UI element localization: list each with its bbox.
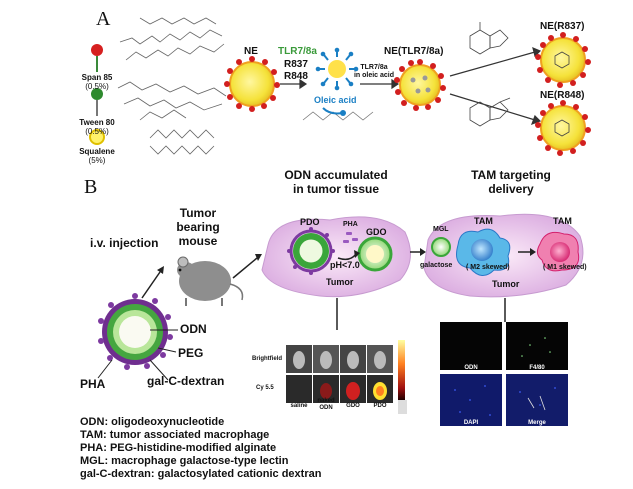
imaging-panel xyxy=(286,340,407,414)
micro-label-dapi: DAPI xyxy=(463,420,479,426)
mouse-icon xyxy=(177,256,244,306)
imaging-col-naked-odn: naked ODN xyxy=(317,398,335,411)
tam-m2-cell xyxy=(456,228,511,276)
m1-label: ( M1 skewed) xyxy=(543,264,587,271)
tam-m1-label: TAM xyxy=(553,216,572,226)
ne-r848-label: NE(R848) xyxy=(540,90,585,101)
legend-odn: ODN: oligodeoxynucleotide xyxy=(80,416,225,428)
legend-gal: gal-C-dextran: galactosylated cationic d… xyxy=(80,468,322,480)
gdo-particle xyxy=(357,236,393,272)
panel-b-letter: B xyxy=(84,176,98,198)
particle-pointer-lines xyxy=(97,329,178,381)
span85-icon xyxy=(91,44,103,72)
oleic-acid-label: Oleic acid xyxy=(314,95,357,105)
imidazoquinoline-structures xyxy=(469,22,511,127)
pha-particle-label: PHA xyxy=(80,377,106,391)
galactose-label: galactose xyxy=(420,262,453,269)
panel-a-letter: A xyxy=(96,8,111,30)
tlr-in-oleic-label: TLR7/8a in oleic acid xyxy=(353,64,395,79)
ne-r848-particle xyxy=(535,100,591,156)
tam-title: TAM targeting delivery xyxy=(471,168,551,196)
odn-title: ODN accumulated in tumor tissue xyxy=(284,168,388,196)
legend-mgl: MGL: macrophage galactose-type lectin xyxy=(80,455,289,467)
tween80-name: Tween 80 xyxy=(79,118,115,127)
odn-particle-label: ODN xyxy=(180,322,207,336)
agonist-r837: R837 xyxy=(284,59,308,70)
imaging-row-cy55: Cy 5.5 xyxy=(256,385,274,391)
tumor-label-right: Tumor xyxy=(492,279,520,289)
pdo-particle xyxy=(287,227,335,275)
tam-m2-label: TAM xyxy=(474,216,493,226)
peg-particle-label: PEG xyxy=(178,346,204,360)
m2-label: ( M2 skewed) xyxy=(466,264,510,271)
squalene-name: Squalene xyxy=(79,147,115,156)
tumor-bearing-label: Tumor bearing mouse xyxy=(176,206,220,248)
imaging-col-pdo: PDO xyxy=(373,403,387,409)
squalene-label: Squalene (5%) xyxy=(78,147,116,165)
ne-loaded-particle xyxy=(394,59,446,111)
micro-label-f480: F4/80 xyxy=(529,365,545,371)
microscopy-panel xyxy=(440,322,568,426)
abbreviation-legend: ODN: oligodeoxynucleotide TAM: tumor ass… xyxy=(80,416,321,481)
chemical-structures xyxy=(117,17,227,155)
pdo-label: PDO xyxy=(300,217,320,227)
ne-label: NE xyxy=(244,46,258,57)
tam-m1-cell xyxy=(536,231,580,272)
ph-label: pH<7.0 xyxy=(330,260,360,270)
pha-small-label: PHA xyxy=(343,221,358,228)
legend-pha: PHA: PEG-histidine-modified alginate xyxy=(80,442,277,454)
oleic-acid-icon xyxy=(322,107,346,116)
span85-pct: (0.5%) xyxy=(85,82,109,91)
micro-label-odn: ODN xyxy=(464,365,478,371)
imaging-col-saline: saline xyxy=(290,403,308,409)
panel-a-diagram xyxy=(89,17,591,156)
span85-label: Span 85 (0.5%) xyxy=(80,73,114,91)
mgl-particle xyxy=(431,237,451,257)
agonist-header: TLR7/8a xyxy=(278,46,317,57)
ne-particle xyxy=(224,56,280,112)
micro-label-merge: Merge xyxy=(528,420,546,426)
pdo-nanoparticle-large xyxy=(98,293,173,370)
ne-r837-label: NE(R837) xyxy=(540,21,585,32)
panel-b-diagram xyxy=(97,213,584,426)
tumor-label-left: Tumor xyxy=(326,277,354,287)
pha-fragments xyxy=(343,232,358,243)
tlr-micelle xyxy=(315,47,359,91)
legend-tam: TAM: tumor associated macrophage xyxy=(80,429,270,441)
span85-name: Span 85 xyxy=(81,73,113,82)
ne-loaded-label: NE(TLR7/8a) xyxy=(384,46,444,57)
gdo-label: GDO xyxy=(366,227,387,237)
ne-r837-particle xyxy=(535,32,591,88)
imaging-col-gdo: GDO xyxy=(346,403,360,409)
imaging-row-brightfield: Brightfield xyxy=(252,356,282,362)
squalene-pct: (5%) xyxy=(88,156,106,165)
agonist-r848: R848 xyxy=(284,71,308,82)
tween80-label: Tween 80 (0.5%) xyxy=(78,118,116,136)
tween80-pct: (0.5%) xyxy=(85,127,109,136)
mgl-label: MGL xyxy=(433,226,449,233)
gal-particle-label: gal-C-dextran xyxy=(147,374,225,388)
panel-a-arrows xyxy=(280,46,542,126)
tween80-icon xyxy=(91,88,103,116)
iv-injection-label: i.v. injection xyxy=(90,236,159,250)
squalene-icon xyxy=(89,129,105,145)
